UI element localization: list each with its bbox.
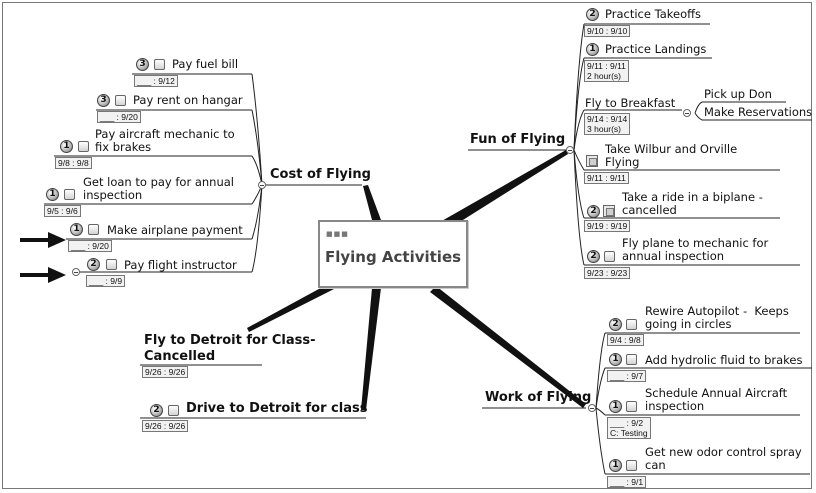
arrow-right-icon: [20, 267, 66, 283]
topic-fun-of-flying[interactable]: Fun of Flying: [470, 132, 566, 147]
duration: 3 hour(s): [587, 124, 622, 134]
task-label: Pay flight instructor: [124, 258, 237, 272]
checkbox-icon[interactable]: [604, 251, 615, 262]
checkbox-icon[interactable]: [78, 141, 89, 152]
date-tag: 9/26 : 9/26: [142, 366, 189, 378]
priority-icon: 2: [587, 205, 600, 218]
central-topic-title: Flying Activities: [324, 248, 462, 266]
date-tag: 9/23 : 9/23: [584, 267, 631, 279]
priority-icon: 1: [60, 140, 73, 153]
checkbox-icon[interactable]: [626, 354, 637, 365]
topic-title: Fly to Detroit for Class- Cancelled: [144, 333, 316, 364]
task-complete-icon[interactable]: [586, 155, 598, 167]
task-label: Pay rent on hangar: [133, 93, 243, 107]
task-label: Practice Takeoffs: [605, 7, 702, 21]
date-range: 9/11 : 9/11: [587, 61, 626, 71]
priority-icon: 2: [150, 404, 163, 417]
checkbox-icon[interactable]: [154, 59, 165, 70]
priority-icon: 3: [97, 94, 110, 107]
date-tag: 9/26 : 9/26: [142, 420, 189, 432]
task-label: Pay fuel bill: [172, 57, 239, 71]
date-tag: ___ : 9/20: [97, 111, 141, 123]
checkbox-icon[interactable]: [88, 224, 99, 235]
date-range: ___ : 9/2: [610, 418, 644, 428]
checkbox-icon[interactable]: [168, 405, 179, 416]
task-label: Practice Landings: [605, 42, 707, 56]
date-tag: ___ : 9/7: [607, 370, 647, 382]
topic-cost-of-flying[interactable]: Cost of Flying: [270, 167, 371, 182]
subtask-make-reservations[interactable]: Make Reservations: [704, 105, 813, 119]
collapse-icon[interactable]: [683, 109, 691, 117]
topic-title: Drive to Detroit for class: [186, 401, 368, 416]
task-label: Get new odor control spray can: [645, 445, 802, 472]
date-tag: 9/5 : 9/6: [44, 205, 81, 217]
subtask-pick-up-don[interactable]: Pick up Don: [704, 87, 772, 101]
task-label: Get loan to pay for annual inspection: [83, 175, 235, 202]
task-complete-icon[interactable]: [603, 205, 615, 217]
duration: 2 hour(s): [587, 71, 622, 81]
priority-icon: 3: [136, 58, 149, 71]
collapse-icon[interactable]: [258, 181, 266, 189]
priority-icon: 1: [609, 353, 622, 366]
date-tag: 9/19 : 9/19: [584, 220, 631, 232]
date-tag: ___ : 9/12: [134, 75, 178, 87]
date-tag: 9/4 : 9/8: [607, 334, 644, 346]
date-range: 9/14 : 9/14: [587, 114, 628, 124]
collapse-icon[interactable]: [588, 404, 596, 412]
date-tag: 9/14 : 9/14 3 hour(s): [584, 113, 631, 135]
priority-icon: 1: [70, 223, 83, 236]
task-label: Fly to Breakfast: [585, 96, 676, 110]
checkbox-icon[interactable]: [626, 401, 637, 412]
topic-work-of-flying[interactable]: Work of Flying: [485, 390, 592, 405]
task-label: Add hydrolic fluid to brakes: [645, 353, 803, 367]
collapse-icon[interactable]: [566, 146, 574, 154]
checkbox-icon[interactable]: [626, 319, 637, 330]
task-note: C: Testing: [610, 428, 648, 438]
task-label: Take a ride in a biplane - cancelled: [622, 190, 763, 217]
date-tag: 9/11 : 9/11: [584, 172, 629, 184]
central-topic[interactable]: ■■■ Flying Activities: [318, 220, 468, 288]
date-tag: 9/8 : 9/8: [55, 157, 92, 169]
arrow-right-icon: [20, 232, 66, 248]
date-tag: 9/10 : 9/10: [584, 25, 631, 37]
task-label: Fly plane to mechanic for annual inspect…: [622, 236, 769, 263]
date-tag: ___ : 9/1: [607, 476, 647, 488]
task-label: Rewire Autopilot - Keeps going in circle…: [645, 304, 789, 331]
date-tag: 9/11 : 9/11 2 hour(s): [584, 60, 629, 82]
task-label: Schedule Annual Aircraft inspection: [645, 386, 788, 413]
priority-icon: 2: [586, 8, 599, 21]
task-label: Pay aircraft mechanic to fix brakes: [95, 127, 235, 154]
checkbox-icon[interactable]: [64, 189, 75, 200]
priority-icon: 1: [46, 188, 59, 201]
date-tag: ___ : 9/9: [86, 275, 126, 287]
task-label: Make airplane payment: [107, 223, 243, 237]
date-tag: ___ : 9/2 C: Testing: [607, 417, 651, 439]
priority-icon: 1: [609, 459, 622, 472]
collapse-icon[interactable]: [72, 268, 80, 276]
priority-icon: 2: [87, 258, 100, 271]
priority-icon: 2: [609, 318, 622, 331]
task-label: Take Wilbur and Orville Flying: [605, 142, 738, 169]
checkbox-icon[interactable]: [626, 460, 637, 471]
checkbox-icon[interactable]: [115, 95, 126, 106]
date-tag: ___ : 9/20: [68, 240, 112, 252]
checkbox-icon[interactable]: [106, 259, 117, 270]
priority-icon: 2: [587, 250, 600, 263]
priority-icon: 1: [586, 43, 599, 56]
topic-handle-icon: ■■■: [326, 230, 349, 238]
priority-icon: 1: [609, 400, 622, 413]
